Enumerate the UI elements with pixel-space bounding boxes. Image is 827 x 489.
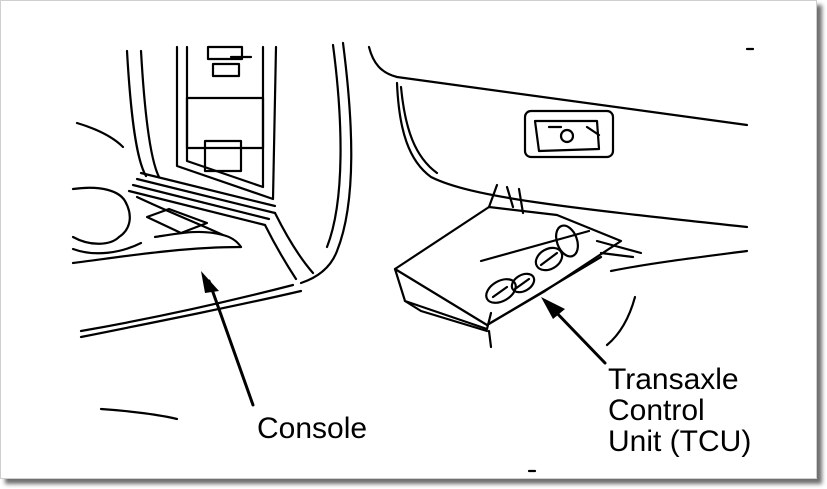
- tcu-label-line-2: Control: [608, 394, 705, 427]
- illustration: [71, 41, 755, 473]
- tcu-label-line-3: Unit (TCU): [608, 425, 752, 458]
- dash-drawing: [367, 45, 755, 347]
- tcu-label: Transaxle Control Unit (TCU): [608, 365, 751, 458]
- center-console-drawing: [71, 41, 353, 421]
- console-leader-arrow: [201, 271, 255, 407]
- tcu-leader-arrow: [541, 297, 607, 365]
- tcu-label-line-1: Transaxle: [608, 363, 739, 396]
- console-label: Console: [257, 412, 368, 445]
- diagram-frame: Console Transaxle Control Unit (TCU): [0, 0, 817, 479]
- tcu-module-drawing: [393, 183, 643, 473]
